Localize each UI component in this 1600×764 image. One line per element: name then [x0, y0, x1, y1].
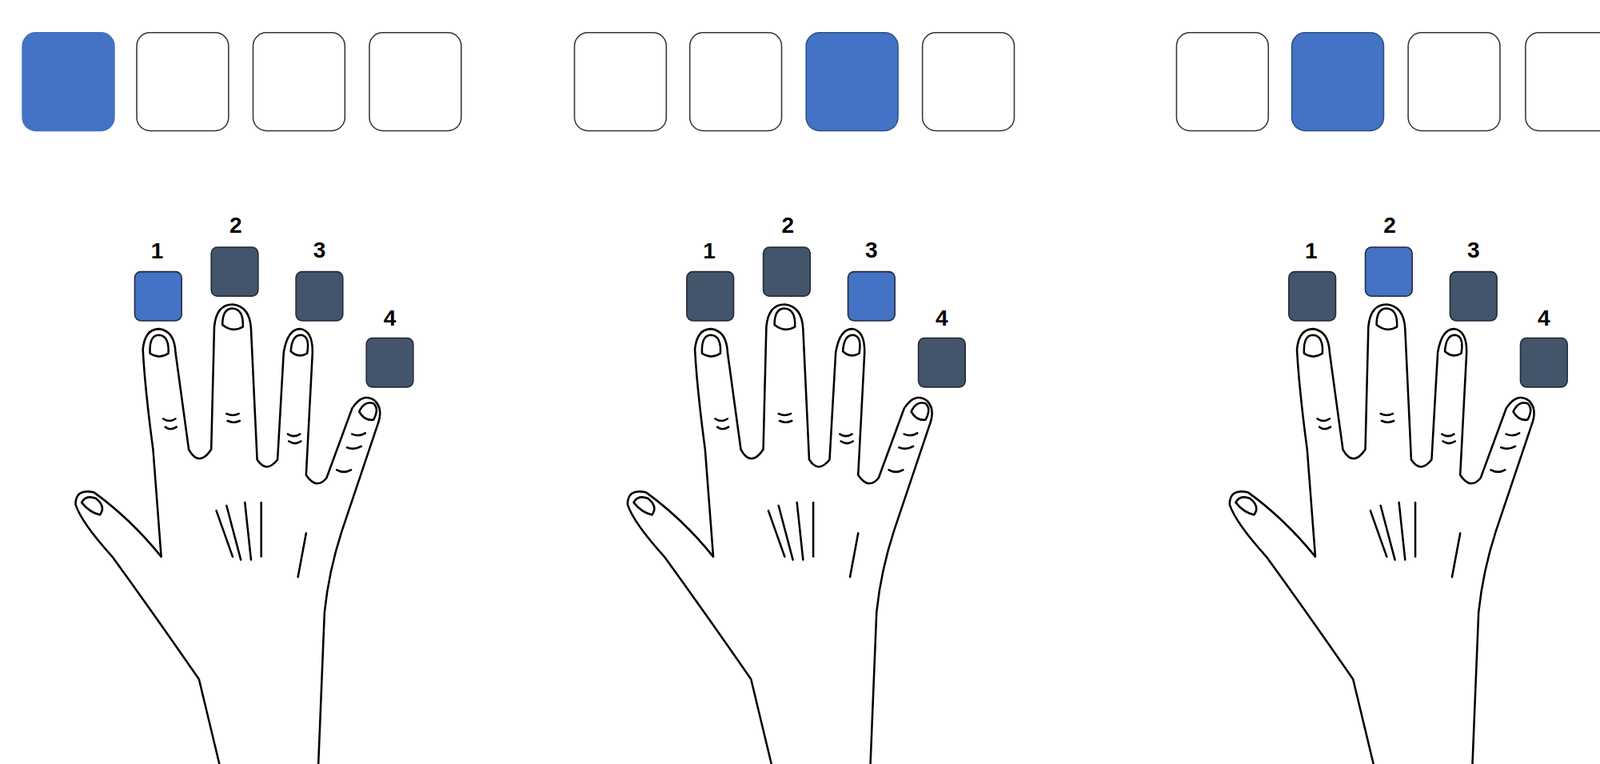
response-keys [686, 247, 966, 388]
stimulus-squares [1176, 32, 1600, 132]
finger-number: 4 [935, 307, 949, 330]
finger-number: 3 [865, 239, 878, 262]
response-keys [134, 247, 413, 388]
hand-drawing [75, 303, 380, 764]
finger-number: 2 [781, 214, 795, 237]
finger-number: 4 [1537, 307, 1551, 330]
finger-number: 1 [702, 239, 716, 263]
stimulus-squares [22, 32, 462, 132]
stimulus-squares [574, 32, 1014, 132]
finger-number: 3 [313, 239, 327, 262]
finger-number: 2 [1383, 214, 1397, 237]
hand-drawing [627, 303, 933, 764]
finger-number: 3 [1467, 239, 1481, 262]
finger-number: 4 [383, 307, 397, 330]
response-keys [1288, 247, 1568, 388]
hand-drawing [1229, 303, 1535, 764]
finger-number: 1 [151, 239, 164, 263]
finger-number: 1 [1304, 239, 1318, 263]
finger-number: 2 [229, 214, 243, 237]
